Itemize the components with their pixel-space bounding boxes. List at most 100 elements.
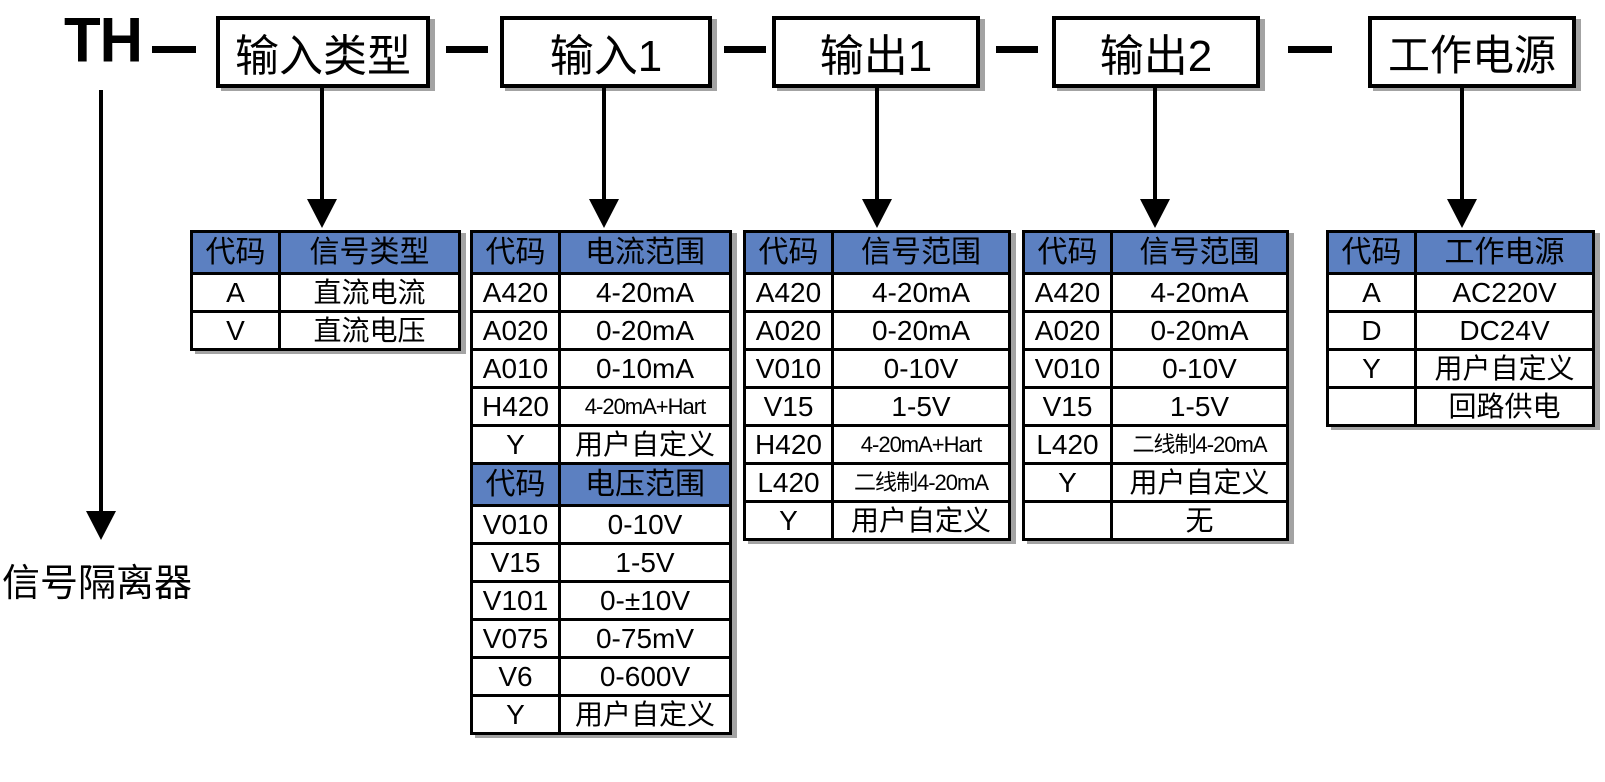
- code-cell: V010: [1022, 348, 1113, 389]
- value-cell: 4-20mA: [558, 272, 732, 313]
- code-cell: H420: [470, 386, 561, 427]
- value-cell: 4-20mA: [831, 272, 1011, 313]
- code-cell: A020: [743, 310, 834, 351]
- table-row: 回路供电: [1326, 386, 1595, 427]
- code-cell: V15: [470, 542, 561, 583]
- table-header-row: 代码信号范围: [1022, 230, 1289, 275]
- segment-box-input-type: 输入类型: [216, 16, 430, 88]
- table-header-row: 代码电压范围: [470, 462, 732, 507]
- table-header-row: 代码信号范围: [743, 230, 1011, 275]
- code-cell: Y: [1326, 348, 1417, 389]
- arrow-head-icon: [86, 511, 116, 540]
- value-cell: 0-75mV: [558, 618, 732, 659]
- arrow-shaft: [875, 88, 879, 199]
- value-cell: 0-10V: [558, 504, 732, 545]
- code-cell: V075: [470, 618, 561, 659]
- code-cell: A: [190, 272, 281, 313]
- code-cell: V101: [470, 580, 561, 621]
- code-cell: A020: [470, 310, 561, 351]
- arrow-shaft: [99, 90, 103, 511]
- header-cell: 电压范围: [558, 462, 732, 507]
- value-cell: AC220V: [1414, 272, 1595, 313]
- header-cell: 电流范围: [558, 230, 732, 275]
- code-cell: A010: [470, 348, 561, 389]
- table-header-row: 代码电流范围: [470, 230, 732, 275]
- value-cell: 4-20mA+Hart: [831, 424, 1011, 465]
- segment-label: 输入类型: [235, 32, 411, 81]
- header-cell: 代码: [743, 230, 834, 275]
- separator-dash: [152, 46, 196, 53]
- value-cell: 0-20mA: [558, 310, 732, 351]
- value-cell: 用户自定义: [831, 500, 1011, 541]
- table-row: 无: [1022, 500, 1289, 541]
- separator-dash: [724, 46, 766, 53]
- arrow-head-icon: [1140, 199, 1170, 228]
- down-arrow-output1: [861, 88, 893, 228]
- code-cell: D: [1326, 310, 1417, 351]
- code-cell: A420: [1022, 272, 1113, 313]
- arrow-shaft: [1460, 88, 1464, 199]
- code-cell: V010: [470, 504, 561, 545]
- code-cell: V6: [470, 656, 561, 697]
- value-cell: 直流电流: [278, 272, 461, 313]
- value-cell: 4-20mA: [1110, 272, 1289, 313]
- value-cell: 0-20mA: [1110, 310, 1289, 351]
- value-cell: 回路供电: [1414, 386, 1595, 427]
- code-cell: V: [190, 310, 281, 351]
- segment-box-output2: 输出2: [1052, 16, 1260, 88]
- arrow-shaft: [1153, 88, 1157, 199]
- code-cell: [1326, 386, 1417, 427]
- separator-dash: [996, 46, 1038, 53]
- arrow-head-icon: [589, 199, 619, 228]
- header-cell: 代码: [1022, 230, 1113, 275]
- segment-label: 输出2: [1099, 32, 1213, 81]
- table-header-row: 代码工作电源: [1326, 230, 1595, 275]
- value-cell: 二线制4-20mA: [1110, 424, 1289, 465]
- arrow-head-icon: [307, 199, 337, 228]
- code-cell: A: [1326, 272, 1417, 313]
- header-cell: 代码: [470, 462, 561, 507]
- header-cell: 信号类型: [278, 230, 461, 275]
- value-cell: 0-10mA: [558, 348, 732, 389]
- down-arrow-input-type: [306, 88, 338, 228]
- down-arrow-input1: [588, 88, 620, 228]
- arrow-shaft: [602, 88, 606, 199]
- product-name-label: 信号隔离器: [2, 563, 193, 605]
- segment-label: 工作电源: [1387, 31, 1556, 79]
- code-cell: V15: [743, 386, 834, 427]
- code-cell: V010: [743, 348, 834, 389]
- value-cell: 用户自定义: [1110, 462, 1289, 503]
- code-cell: Y: [1022, 462, 1113, 503]
- segment-box-power-supply: 工作电源: [1368, 16, 1576, 88]
- table-header-row: 代码信号类型: [190, 230, 461, 275]
- header-cell: 代码: [190, 230, 281, 275]
- code-cell: A420: [470, 272, 561, 313]
- header-cell: 信号范围: [1110, 230, 1289, 275]
- down-arrow-model-prefix: [85, 90, 117, 540]
